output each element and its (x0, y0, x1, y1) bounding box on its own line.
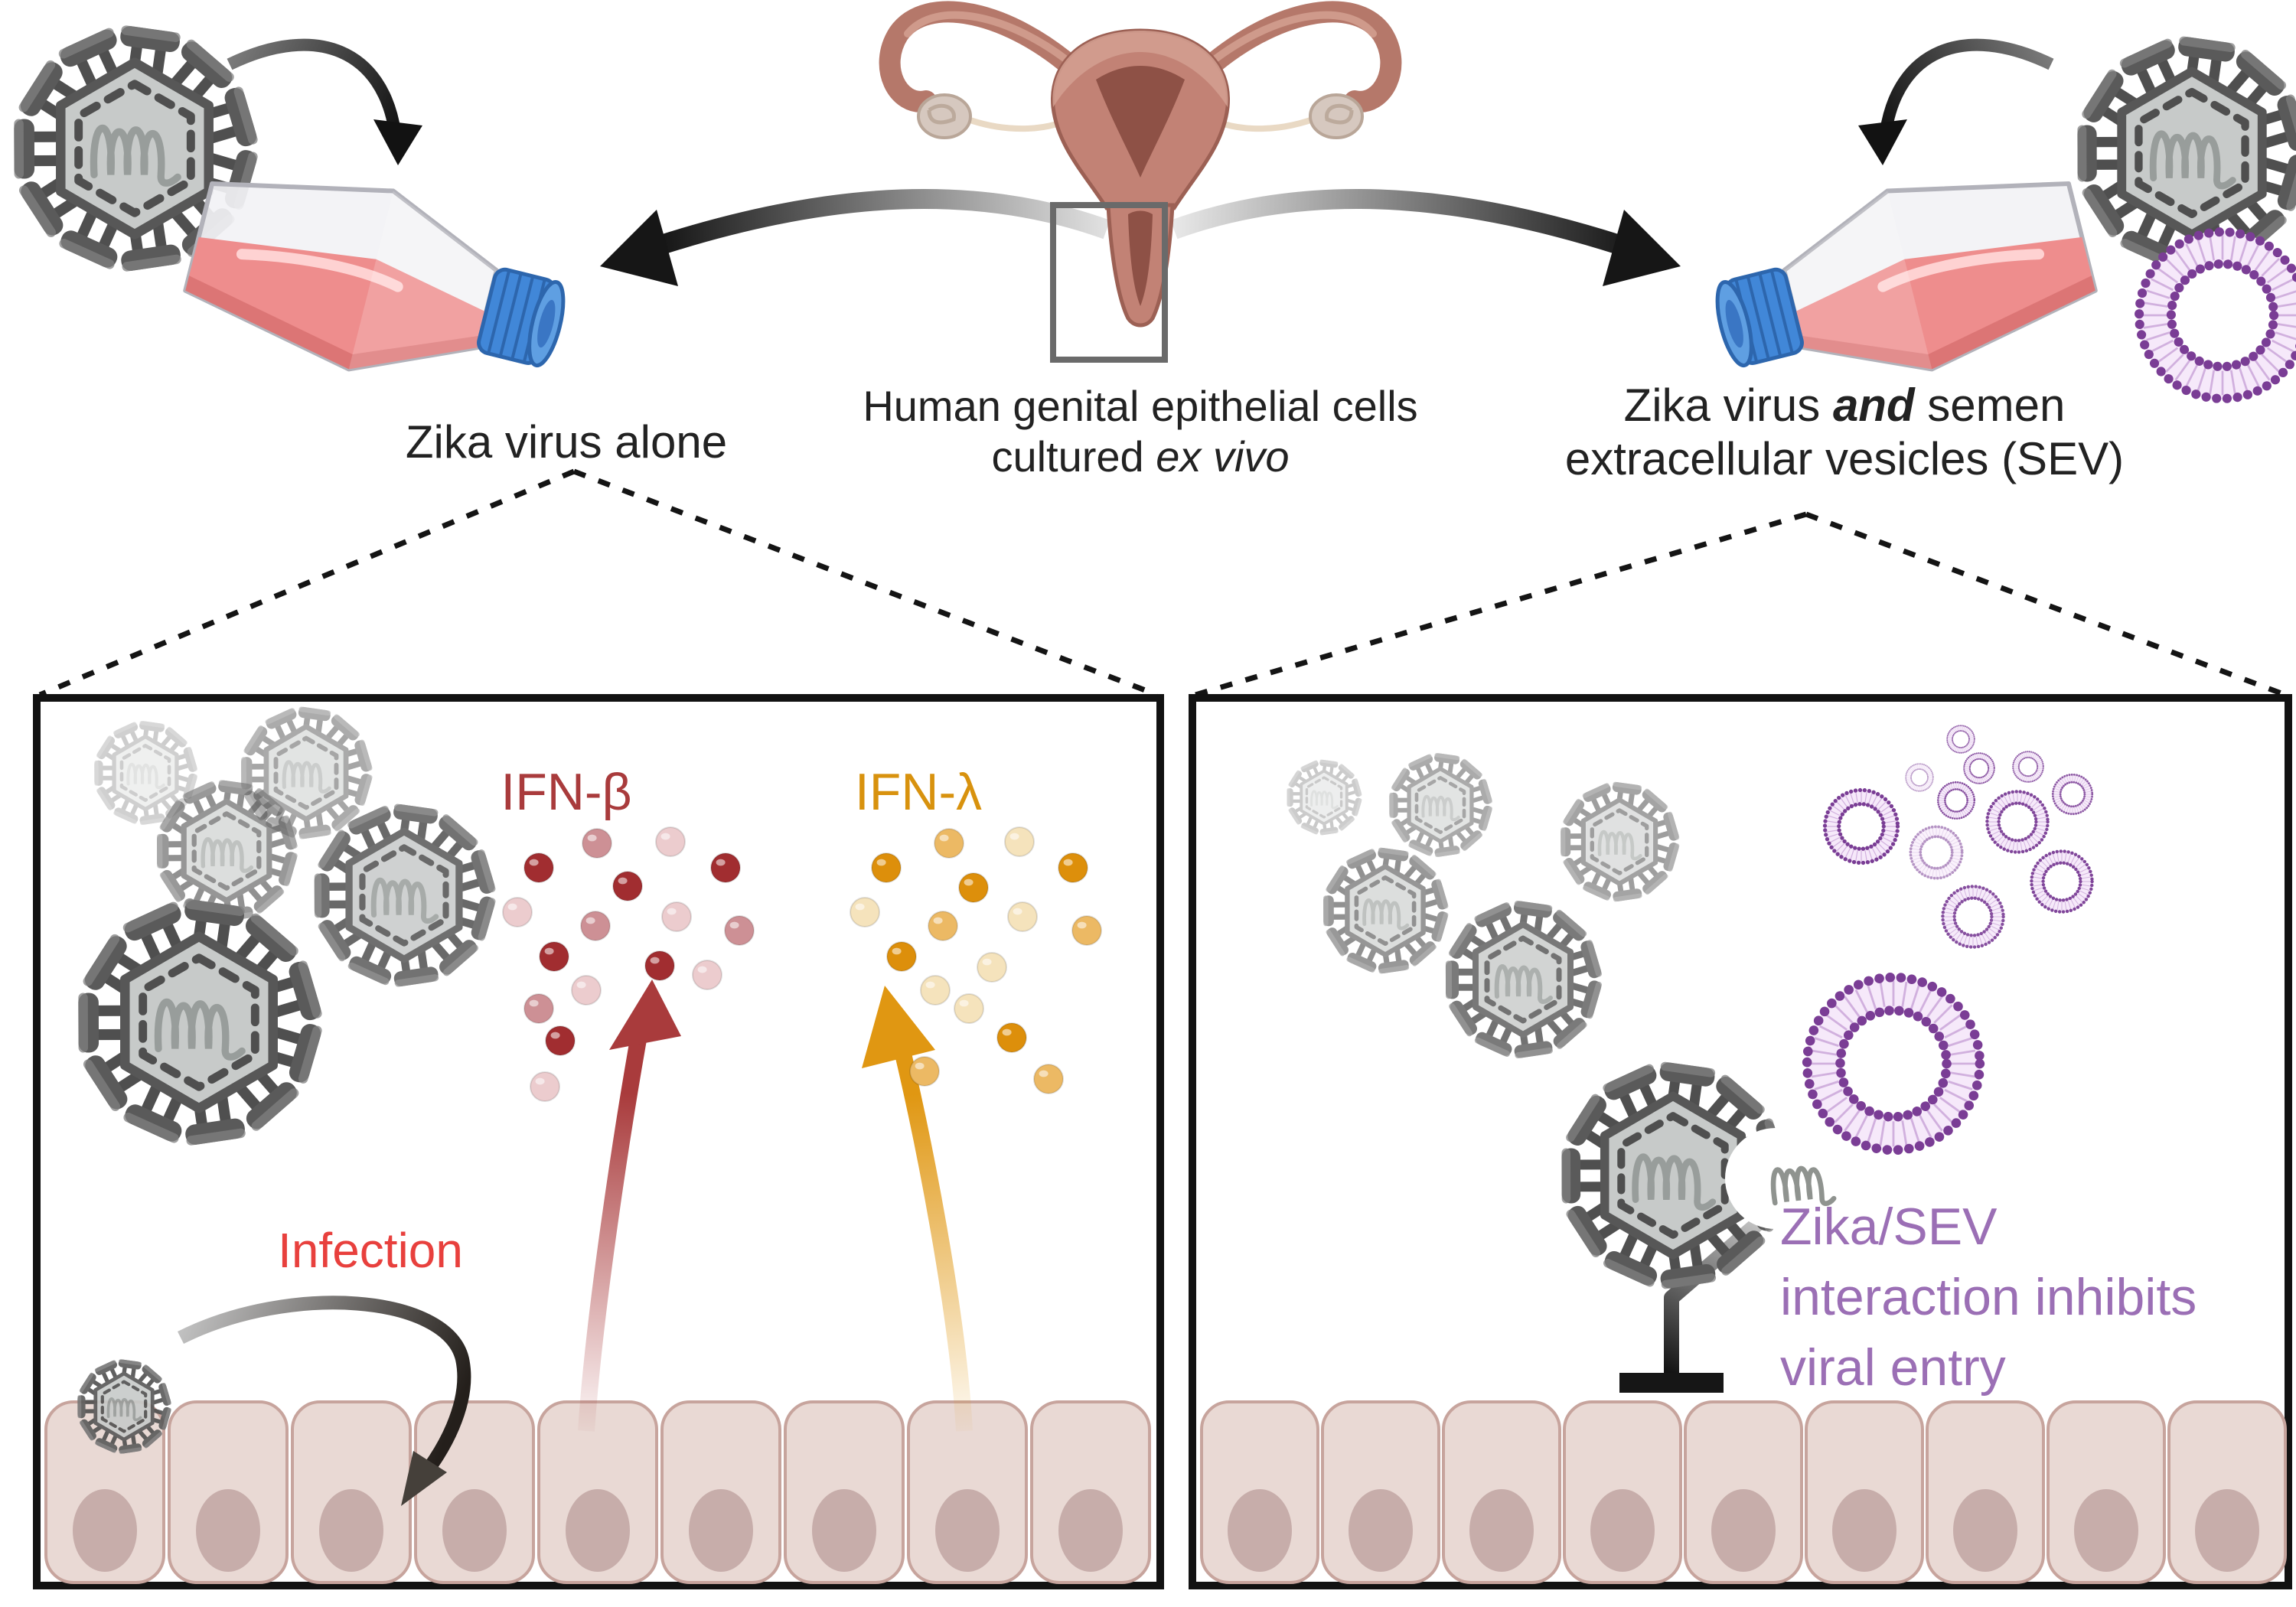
ifn-beta-molecule (692, 960, 722, 990)
ifn-lambda-molecule (920, 975, 951, 1006)
virus-into-flask-arrow-left (227, 38, 401, 133)
center-caption-line2-italic: ex vivo (1156, 433, 1290, 481)
right-condition-label: Zika virus and semen extracellular vesic… (1508, 380, 2181, 488)
center-caption-line2: cultured ex vivo (846, 432, 1434, 482)
ifn-lambda-molecule (958, 872, 989, 903)
ifn-beta-molecule (502, 897, 533, 927)
ifn-lambda-molecule (909, 1056, 940, 1087)
ifn-beta-molecule (545, 1025, 576, 1056)
ifn-beta-molecule (523, 852, 554, 883)
virus-into-flask-arrow-left-head (373, 119, 422, 165)
ifn-lambda-molecule (977, 952, 1007, 983)
right-panel-content (1200, 725, 2287, 1584)
culture-flask-icon (177, 148, 582, 416)
center-caption-line2-prefix: cultured (991, 433, 1156, 481)
arrow-to-left-flask-head (600, 210, 678, 286)
ifn-beta-arrow-head (609, 980, 681, 1050)
sev-caption-line2: interaction inhibits (1780, 1269, 2197, 1327)
right-condition-line2: extracellular vesicles (SEV) (1564, 435, 2125, 486)
top-section (14, 11, 2296, 416)
ifn-beta-molecule (530, 1071, 560, 1102)
ifn-lambda-molecule (928, 911, 958, 941)
arrow-to-right-flask (1170, 188, 1623, 255)
inhibition-bar-icon (1664, 1215, 1766, 1373)
ifn-lambda-molecule (1033, 1064, 1064, 1094)
right-condition-line1: Zika virus and semen (1508, 380, 2181, 434)
sev-vesicle-icon (2139, 232, 2296, 399)
sev-caption-line3: viral entry (1780, 1339, 2006, 1397)
right-condition-emphasis: and (1832, 381, 1915, 432)
ifn-lambda-arrow (889, 1026, 973, 1432)
infection-arrow (177, 1296, 471, 1493)
infection-arrow-head (401, 1451, 447, 1506)
vaginal-region-box (1050, 202, 1168, 363)
left-panel-content (44, 706, 1151, 1584)
ifn-lambda-label: IFN-λ (854, 764, 983, 822)
ifn-lambda-molecule (996, 1022, 1027, 1053)
right-condition-part1: Zika virus (1623, 381, 1833, 432)
ifn-beta-molecule (612, 871, 643, 901)
sev-caption-line1: Zika/SEV (1780, 1198, 1998, 1257)
ifn-beta-molecules (502, 826, 755, 1102)
ifn-beta-molecule (644, 950, 675, 981)
ifn-beta-molecule (655, 826, 686, 857)
ifn-lambda-molecule (886, 941, 917, 972)
ifn-beta-molecule (539, 941, 569, 972)
ifn-lambda-molecule (954, 993, 984, 1024)
epithelial-cell-layer (44, 1400, 1151, 1584)
ifn-lambda-molecule (850, 897, 880, 927)
ifn-beta-label: IFN-β (501, 764, 632, 822)
infection-label: Infection (278, 1223, 463, 1278)
ifn-lambda-molecule (871, 852, 902, 883)
center-caption-line1: Human genital epithelial cells (863, 383, 1418, 430)
ifn-beta-molecule (724, 915, 755, 946)
arrow-to-left-flask (658, 188, 1110, 255)
sev-vesicle-icon (2139, 232, 2296, 399)
ifn-beta-molecule (580, 911, 611, 941)
virus-into-flask-arrow-right (1880, 38, 2054, 133)
ifn-beta-arrow (578, 1021, 650, 1432)
ifn-lambda-molecule (1058, 852, 1088, 883)
uterus-icon (890, 11, 1391, 325)
center-caption: Human genital epithelial cells cultured … (846, 381, 1434, 482)
culture-flask-icon (1699, 148, 2105, 416)
ifn-beta-molecule (571, 975, 602, 1006)
ifn-lambda-molecule (1071, 915, 1102, 946)
dashed-connector-lines (38, 468, 2287, 698)
virus-into-flask-arrow-right-head (1858, 119, 1907, 165)
ifn-lambda-molecules (850, 826, 1102, 1094)
right-condition-part2: semen (1914, 381, 2066, 432)
ifn-lambda-molecule (1007, 901, 1038, 932)
ifn-lambda-molecule (1004, 826, 1035, 857)
ifn-lambda-arrow-head (862, 986, 935, 1068)
ifn-beta-molecule (661, 901, 692, 932)
inhibition-bar-end (1619, 1373, 1724, 1393)
left-condition-label: Zika virus alone (405, 418, 728, 468)
sev-caption: Zika/SEV interaction inhibits viral entr… (1780, 1192, 2296, 1403)
ifn-beta-molecule (710, 852, 741, 883)
ifn-beta-molecule (523, 993, 554, 1024)
ifn-beta-molecule (582, 828, 612, 859)
arrow-to-right-flask-head (1603, 210, 1681, 286)
epithelial-cell-layer (1200, 1400, 2287, 1584)
ifn-lambda-molecule (934, 828, 964, 859)
